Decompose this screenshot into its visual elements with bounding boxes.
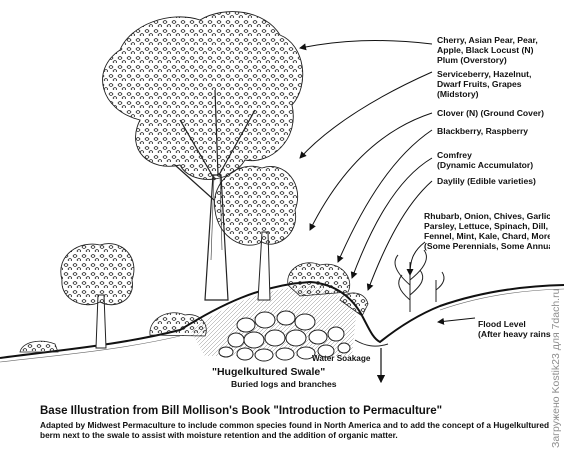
footer-caption: Adapted by Midwest Permaculture to inclu…	[40, 420, 550, 440]
arrow-midstory	[299, 71, 433, 159]
arrow-daylily	[366, 180, 433, 291]
swale-subtitle: Buried logs and branches	[231, 379, 337, 389]
arrow-comfrey	[350, 157, 433, 279]
swale-title: "Hugelkultured Swale"	[212, 366, 326, 378]
grass-plant	[394, 249, 445, 312]
label-overstory: Cherry, Asian Pear, Pear, Apple, Black L…	[437, 35, 538, 65]
label-blackberry: Blackberry, Raspberry	[437, 126, 529, 136]
label-daylily: Daylily (Edible varieties)	[437, 176, 536, 186]
label-perennials: Rhubarb, Onion, Chives, Garlic, Parsley,…	[424, 211, 550, 251]
label-arrows	[299, 40, 476, 325]
footer-title: Base Illustration from Bill Mollison's B…	[40, 405, 443, 417]
shrubs	[19, 262, 369, 353]
label-midstory: Serviceberry, Hazelnut, Dwarf Fruits, Gr…	[437, 69, 532, 99]
arrow-blackberry	[337, 129, 433, 263]
swale-water	[354, 339, 389, 347]
midstory-tree	[214, 165, 299, 301]
water-soakage-label: Water Soakage	[312, 354, 371, 363]
overstory-tree	[102, 11, 304, 301]
watermark: Загружено Kostik23 для 7dach.ru	[550, 288, 562, 448]
label-flood-level: Flood Level (After heavy rains	[478, 319, 551, 339]
buried-logs	[218, 310, 351, 362]
label-ground-cover: Clover (N) (Ground Cover)	[437, 108, 544, 118]
arrow-overstory	[299, 40, 433, 51]
arrow-perennials	[406, 241, 426, 276]
label-comfrey: Comfrey (Dynamic Accumulator)	[437, 150, 534, 170]
small-left-tree	[60, 243, 135, 349]
arrow-ground-cover	[309, 112, 433, 231]
arrow-flood	[437, 317, 476, 325]
